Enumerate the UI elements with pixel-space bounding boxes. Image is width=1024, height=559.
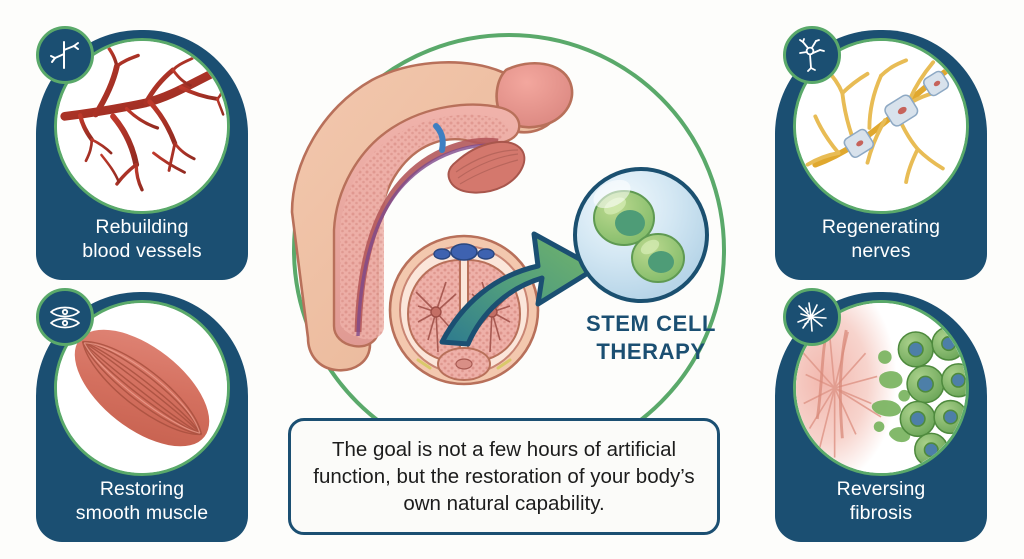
stem-cell-sphere [566, 160, 716, 310]
quote-text: The goal is not a few hours of artificia… [313, 437, 695, 516]
card-reversing-fibrosis[interactable]: Reversing fibrosis [775, 288, 987, 542]
neuron-icon [783, 26, 841, 84]
card-label-reversing-fibrosis: Reversing fibrosis [836, 478, 926, 525]
card-label-restoring-smooth-muscle: Restoring smooth muscle [75, 478, 209, 525]
blood-vessel-branch-icon [36, 26, 94, 84]
fibrosis-scar-icon [783, 288, 841, 346]
card-restoring-smooth-muscle[interactable]: Restoring smooth muscle [36, 288, 248, 542]
smooth-muscle-cells-icon [36, 288, 94, 346]
card-label-regenerating-nerves: Regenerating nerves [821, 216, 941, 263]
card-label-rebuilding-blood-vessels: Rebuilding blood vessels [82, 216, 202, 263]
stem-cell-therapy-label: STEM CELL THERAPY [585, 311, 717, 365]
card-rebuilding-blood-vessels[interactable]: Rebuilding blood vessels [36, 26, 248, 280]
card-regenerating-nerves[interactable]: Regenerating nerves [775, 26, 987, 280]
quote-box: The goal is not a few hours of artificia… [288, 418, 720, 535]
